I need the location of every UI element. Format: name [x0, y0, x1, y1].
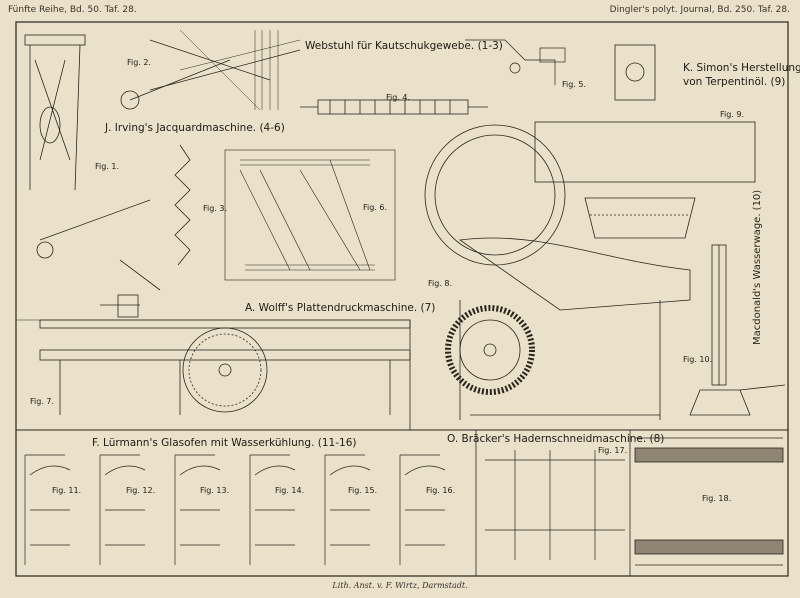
- fig-label-3: Fig. 3.: [203, 204, 227, 213]
- title-glass-oven: F. Lürmann's Glasofen mit Wasserkühlung.…: [92, 437, 356, 449]
- plate-header-right: Dingler's polyt. Journal, Bd. 250. Taf. …: [610, 5, 790, 15]
- fig-label-1: Fig. 1.: [95, 162, 119, 171]
- fig-label-6: Fig. 6.: [363, 203, 387, 212]
- fig-label-2: Fig. 2.: [127, 58, 151, 67]
- fig-label-16: Fig. 16.: [426, 486, 455, 495]
- title-water-scale: Macdonald's Wasserwage. (10): [752, 190, 763, 345]
- fig-label-18: Fig. 18.: [702, 494, 731, 503]
- fig-label-12: Fig. 12.: [126, 486, 155, 495]
- title-rag-cutter: O. Bräcker's Hadernschneidmaschine. (8): [447, 433, 664, 445]
- plate-header-left: Fünfte Reihe, Bd. 50. Taf. 28.: [8, 5, 137, 15]
- fig-label-14: Fig. 14.: [275, 486, 304, 495]
- fig-label-11: Fig. 11.: [52, 486, 81, 495]
- fig-label-10: Fig. 10.: [683, 355, 712, 364]
- fig-label-17: Fig. 17.: [598, 446, 627, 455]
- title-simon-2: von Terpentinöl. (9): [683, 76, 785, 88]
- fig-label-13: Fig. 13.: [200, 486, 229, 495]
- fig-label-7: Fig. 7.: [30, 397, 54, 406]
- fig-label-8: Fig. 8.: [428, 279, 452, 288]
- title-weaving: Webstuhl für Kautschukgewebe. (1-3): [305, 40, 503, 52]
- fig-label-4: Fig. 4.: [386, 93, 410, 102]
- fig-label-15: Fig. 15.: [348, 486, 377, 495]
- fig-label-9: Fig. 9.: [720, 110, 744, 119]
- title-jacquard: J. Irving's Jacquardmaschine. (4-6): [105, 122, 285, 134]
- title-plate-press: A. Wolff's Plattendruckmaschine. (7): [245, 302, 435, 314]
- fig-label-5: Fig. 5.: [562, 80, 586, 89]
- title-simon: K. Simon's Herstellung: [683, 62, 800, 74]
- lithographer-credit: Lith. Anst. v. F. Wirtz, Darmstadt.: [0, 581, 800, 590]
